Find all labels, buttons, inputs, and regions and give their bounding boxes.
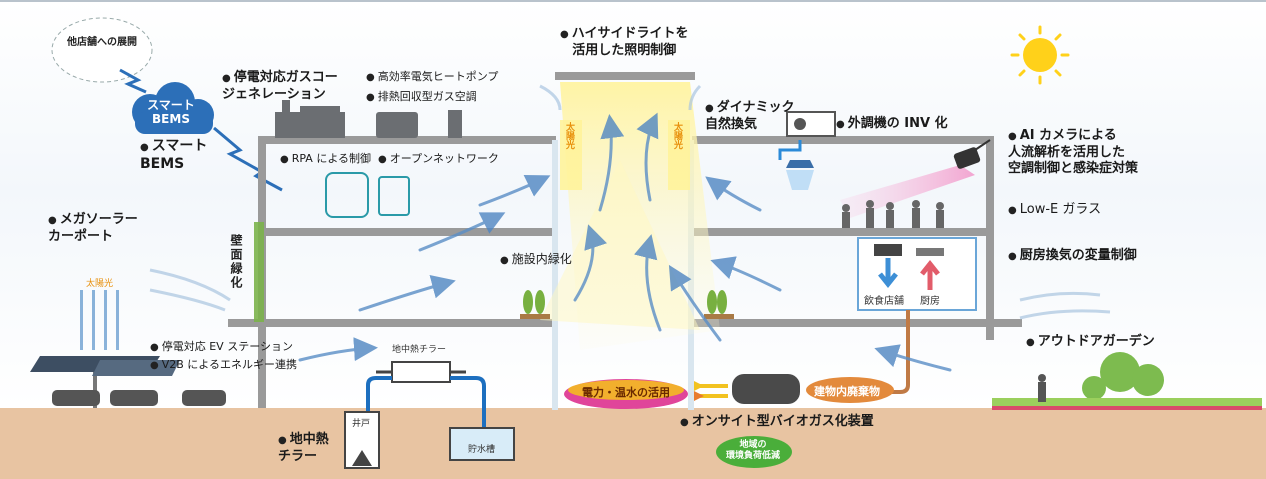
regional-load-label: 地域の 環境負荷低減 xyxy=(726,440,781,461)
high-side-light-label: ハイサイドライトを 活用した照明制御 xyxy=(560,26,689,59)
rpa-icon xyxy=(325,172,369,218)
tree-icon xyxy=(1082,352,1164,400)
smart-bems-label: スマート BEMS xyxy=(140,138,207,173)
absorption-label: 排熱回収型ガス空調 xyxy=(366,90,477,105)
geo-chiller-label: 地中熱 チラー xyxy=(278,432,329,465)
people-icon xyxy=(842,200,944,228)
ai-camera-label: AI カメラによる 人流解析を活用した 空調制御と感染症対策 xyxy=(1008,128,1138,177)
kitchen-vent-label: 厨房換気の変量制御 xyxy=(1008,248,1137,265)
ground xyxy=(0,408,1266,479)
kitchen-label: 厨房 xyxy=(920,296,940,307)
open-network-label: オープンネットワーク xyxy=(378,152,499,167)
storage-tank-label: 貯水槽 xyxy=(468,445,496,455)
facility-greening-label: 施設内緑化 xyxy=(500,252,572,268)
other-stores-label: 他店舗への展開 xyxy=(67,37,137,48)
gas-cogen-label: 停電対応ガスコー ジェネレーション xyxy=(222,70,338,103)
wall-greening-label: 壁面緑化 xyxy=(229,234,243,290)
v2b-label: V2B によるエネルギー連携 xyxy=(150,358,297,373)
ev-station-label: 停電対応 EV ステーション xyxy=(150,340,293,355)
wall-greening-strip xyxy=(254,222,264,322)
outdoor-garden-label: アウトドアガーデン xyxy=(1026,334,1155,351)
restaurant-label: 飲食店舗 xyxy=(864,296,904,307)
bems-cloud-label: スマート BEMS xyxy=(147,98,195,126)
cloud-icon xyxy=(132,82,214,134)
inv-ac-label: 外調機の INV 化 xyxy=(836,116,948,133)
car-icon xyxy=(52,390,226,406)
heat-pump-label: 高効率電気ヒートポンプ xyxy=(366,70,499,85)
solar-beam-right-label: 太陽光 xyxy=(672,122,682,149)
well-label: 井戸 xyxy=(352,419,371,429)
power-hot-water-label: 電力・温水の活用 xyxy=(582,386,670,399)
solar-beam-left-label: 太陽光 xyxy=(564,122,574,149)
camera-icon xyxy=(953,139,991,169)
sun-icon xyxy=(1010,25,1070,85)
building-waste-label: 建物内廃棄物 xyxy=(814,385,880,398)
tablet-icon xyxy=(378,176,410,216)
expansion-bubble xyxy=(51,17,153,83)
dynamic-vent-label: ダイナミック 自然換気 xyxy=(705,100,794,133)
factory-icon xyxy=(275,100,345,138)
low-e-label: Low-E ガラス xyxy=(1008,202,1101,219)
rpa-label: RPA による制御 xyxy=(280,152,371,167)
geo-chiller-top-label: 地中熱チラー xyxy=(392,345,447,355)
biogas-label: オンサイト型バイオガス化装置 xyxy=(680,414,874,431)
mega-solar-label: メガソーラー カーポート xyxy=(48,212,138,245)
solar-light-left-label: 太陽光 xyxy=(86,279,114,289)
